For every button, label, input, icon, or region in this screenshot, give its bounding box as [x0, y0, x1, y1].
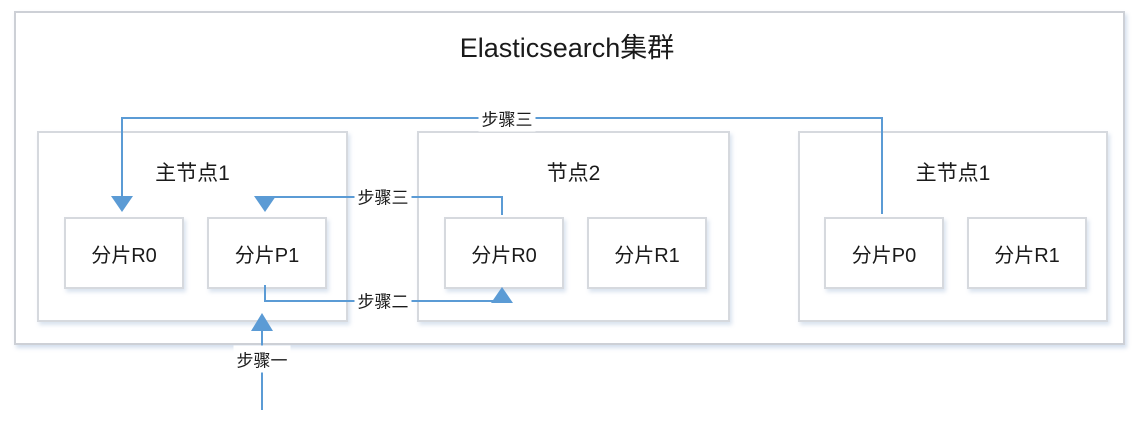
- shard-label: 分片R1: [614, 244, 680, 267]
- node-title-3: 主节点1: [915, 162, 991, 185]
- node-box-3: 主节点1 分片P0 分片R1: [798, 131, 1108, 322]
- node-box-2: 节点2 分片R0 分片R1: [417, 131, 730, 322]
- step-label-step3-mid: 步骤三: [354, 182, 412, 210]
- cluster-title: Elasticsearch集群: [459, 33, 675, 63]
- step-label-step1: 步骤一: [233, 345, 291, 373]
- shard-box-2-2: 分片R1: [587, 217, 707, 289]
- node-title-2: 节点2: [546, 162, 601, 185]
- shard-box-1-1: 分片R0: [64, 217, 184, 289]
- shard-label: 分片R0: [471, 244, 537, 267]
- step-label-step3-top: 步骤三: [478, 104, 536, 132]
- step-label-step2: 步骤二: [354, 286, 412, 314]
- node-title-1: 主节点1: [155, 162, 230, 185]
- shard-label: 分片R1: [994, 244, 1060, 267]
- shard-box-1-2: 分片P1: [207, 217, 327, 289]
- shard-box-3-2: 分片R1: [967, 217, 1087, 289]
- shard-box-3-1: 分片P0: [824, 217, 944, 289]
- shard-box-2-1: 分片R0: [444, 217, 564, 289]
- shard-label: 分片P1: [234, 244, 300, 267]
- node-box-1: 主节点1 分片R0 分片P1: [37, 131, 348, 322]
- shard-label: 分片R0: [91, 244, 157, 267]
- shard-label: 分片P0: [851, 244, 917, 267]
